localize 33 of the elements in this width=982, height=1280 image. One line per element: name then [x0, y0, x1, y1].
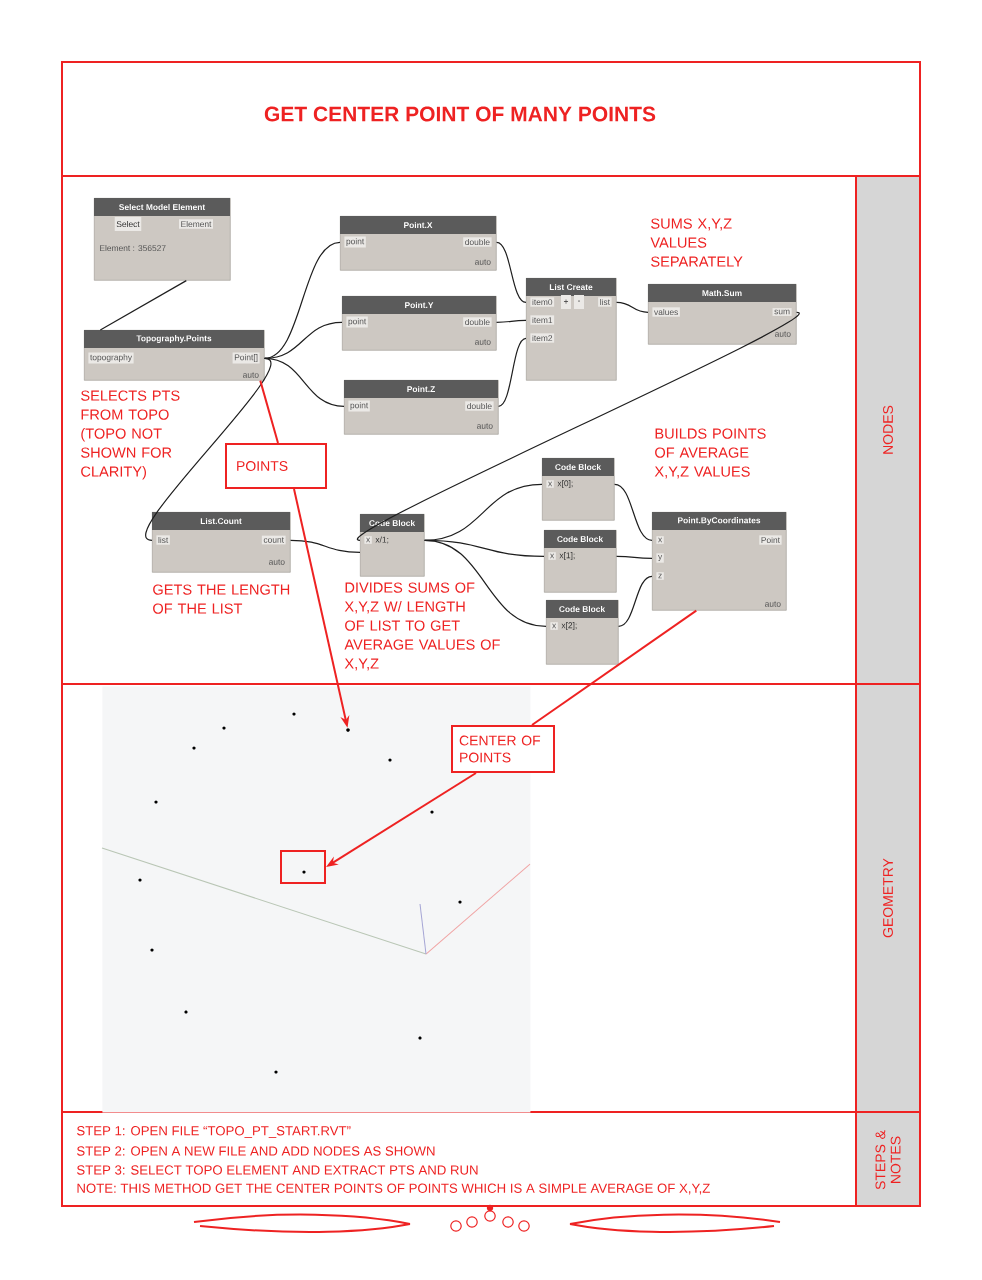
wire	[359, 311, 798, 541]
wire	[424, 539, 547, 627]
dynamo-node	[94, 198, 231, 281]
wire	[496, 319, 527, 323]
wire	[616, 555, 653, 559]
wire	[424, 483, 543, 541]
point-marker	[346, 728, 350, 732]
wire	[614, 483, 653, 541]
dynamo-node	[340, 216, 497, 271]
dynamo-node	[652, 512, 787, 611]
dynamo-node	[342, 296, 497, 351]
dynamo-node	[344, 380, 499, 435]
dynamo-node	[84, 330, 265, 381]
dynamo-node	[542, 458, 615, 521]
dynamo-node	[360, 514, 425, 577]
leader-line	[99, 280, 187, 331]
leader-line	[531, 609, 698, 726]
leader-line	[259, 379, 279, 444]
wire	[496, 241, 527, 303]
wire	[264, 357, 345, 407]
dynamo-node	[546, 600, 619, 665]
dynamo-node	[152, 512, 291, 573]
dynamo-node	[544, 530, 617, 593]
wire	[498, 337, 527, 407]
wire	[264, 321, 343, 359]
dynamo-node	[648, 284, 797, 345]
wire	[264, 241, 341, 359]
wire	[616, 301, 649, 313]
dynamo-node	[526, 278, 617, 381]
title: GET CENTER POINT OF MANY POINTS	[264, 106, 656, 122]
wire	[618, 575, 653, 627]
highlight-box	[280, 850, 326, 884]
wire	[290, 539, 361, 553]
